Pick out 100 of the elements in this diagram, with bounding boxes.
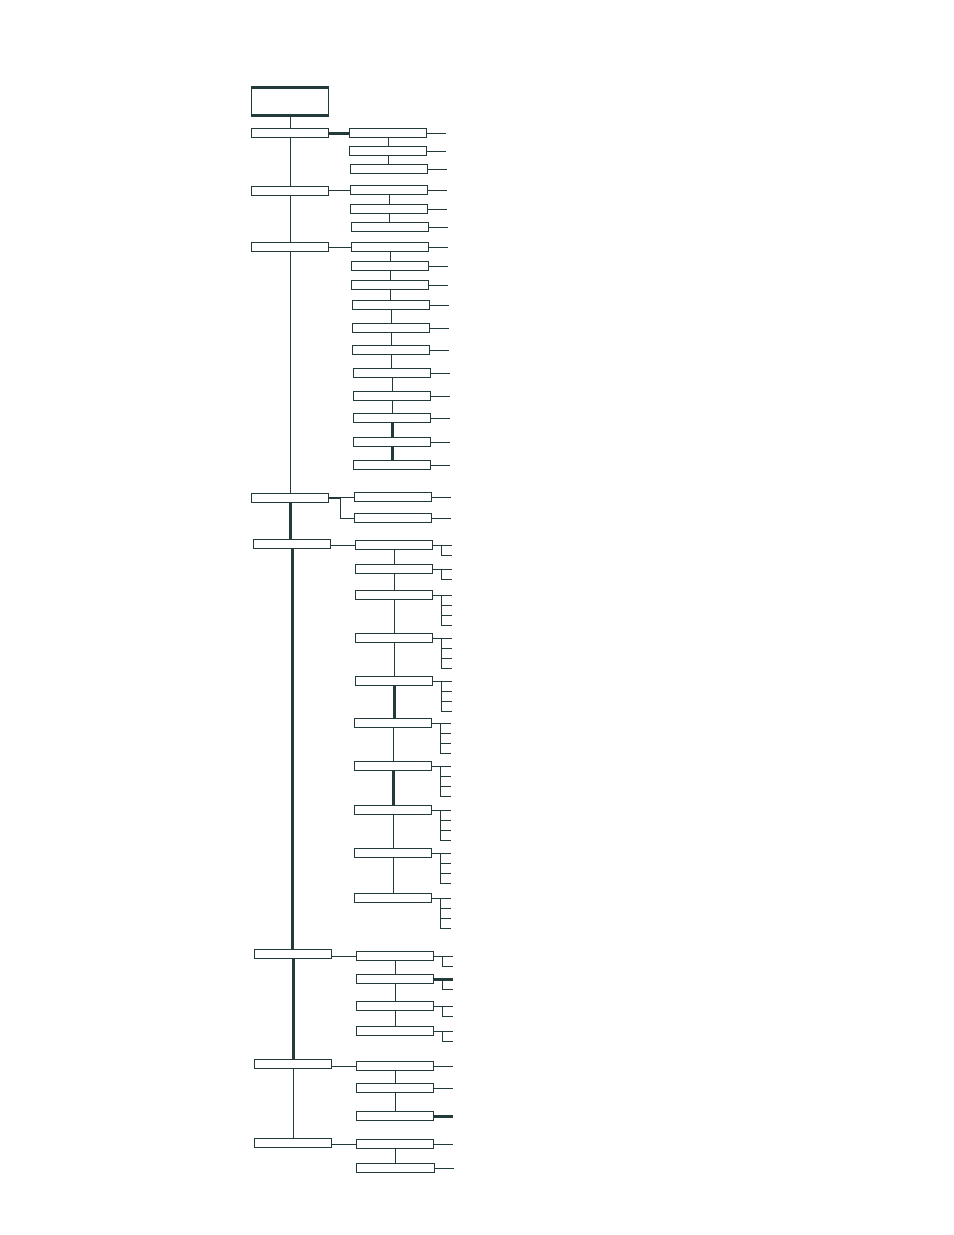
stub-line — [431, 765, 452, 797]
connector-line — [392, 857, 394, 894]
empty-box — [254, 1059, 332, 1069]
stub-line — [433, 978, 454, 990]
stub-line — [427, 168, 448, 170]
stub-line — [427, 208, 448, 210]
empty-box — [354, 805, 432, 815]
connector-line — [392, 686, 396, 718]
empty-box — [350, 185, 428, 195]
connector-line — [394, 1148, 396, 1164]
empty-box — [350, 204, 428, 214]
stub-line — [426, 150, 447, 152]
empty-box — [354, 513, 432, 523]
empty-box — [355, 676, 433, 686]
connector-line — [391, 771, 395, 805]
empty-box — [351, 242, 429, 252]
connector-line — [331, 1065, 357, 1067]
connector-line — [393, 599, 395, 634]
stub-line — [431, 852, 452, 884]
empty-box — [354, 848, 432, 858]
empty-box — [356, 1026, 434, 1036]
empty-box — [349, 128, 427, 138]
connector-line — [387, 137, 389, 147]
connector-line — [390, 354, 392, 369]
connector-line — [388, 213, 390, 223]
stub-line — [428, 284, 449, 286]
stub-line — [431, 897, 452, 929]
connector-line — [331, 955, 357, 957]
empty-box — [350, 164, 428, 174]
empty-box — [254, 949, 332, 959]
stub-line — [429, 327, 450, 329]
connector-line — [391, 377, 393, 392]
connector-line — [328, 496, 355, 498]
empty-box — [251, 493, 329, 503]
connector-line — [392, 727, 394, 762]
empty-box — [354, 718, 432, 728]
stub-line — [434, 977, 453, 981]
connector-line — [290, 549, 294, 949]
connector-line — [394, 983, 396, 1002]
connector-line — [289, 251, 291, 494]
stub-line — [430, 441, 451, 443]
connector-line — [389, 251, 391, 262]
connector-line — [328, 497, 355, 519]
empty-box — [355, 540, 433, 550]
connector-line — [329, 131, 349, 135]
connector-line — [330, 544, 356, 546]
stub-line — [428, 226, 449, 228]
empty-box — [353, 437, 431, 447]
connector-line — [328, 246, 352, 248]
empty-box — [351, 280, 429, 290]
empty-box — [356, 1001, 434, 1011]
stub-line — [433, 1065, 454, 1067]
connector-line — [390, 332, 392, 346]
stub-line — [428, 265, 449, 267]
stub-line — [431, 722, 452, 754]
connector-line — [289, 116, 291, 129]
empty-box — [354, 893, 432, 903]
connector-line — [389, 289, 391, 301]
empty-box — [253, 539, 331, 549]
empty-box — [356, 951, 434, 961]
empty-box — [354, 492, 432, 502]
connector-line — [328, 189, 351, 191]
connector-line — [393, 573, 395, 591]
stub-line — [429, 304, 450, 306]
connector-line — [390, 447, 394, 460]
stub-line — [433, 1087, 454, 1089]
stub-line — [432, 568, 453, 580]
connector-line — [387, 155, 389, 165]
empty-box — [355, 633, 433, 643]
connector-line — [292, 1068, 294, 1139]
stub-line — [430, 372, 451, 374]
connector-line — [388, 194, 390, 205]
connector-line — [390, 423, 394, 437]
empty-box — [354, 761, 432, 771]
connector-line — [391, 400, 393, 414]
stub-line — [431, 517, 452, 519]
stub-line — [431, 809, 452, 841]
connector-line — [331, 1143, 357, 1145]
empty-box — [251, 186, 329, 196]
empty-box — [251, 242, 329, 252]
empty-box — [356, 974, 434, 984]
stub-line — [431, 496, 452, 498]
header-box — [251, 86, 329, 117]
stub-line — [427, 189, 448, 191]
stub-line — [426, 132, 447, 134]
stub-line — [433, 1030, 454, 1042]
connector-line — [288, 503, 292, 539]
stub-line — [430, 464, 451, 466]
stub-line — [433, 1005, 454, 1017]
empty-box — [356, 1139, 434, 1149]
connector-line — [394, 1070, 396, 1084]
empty-box — [254, 1138, 332, 1148]
stub-line — [433, 1143, 454, 1145]
empty-box — [251, 128, 329, 138]
stub-line — [434, 1167, 455, 1169]
stub-line — [430, 417, 451, 419]
empty-box — [356, 1163, 435, 1173]
connector-line — [394, 1010, 396, 1027]
stub-line — [429, 349, 450, 351]
stub-line — [434, 1114, 453, 1118]
